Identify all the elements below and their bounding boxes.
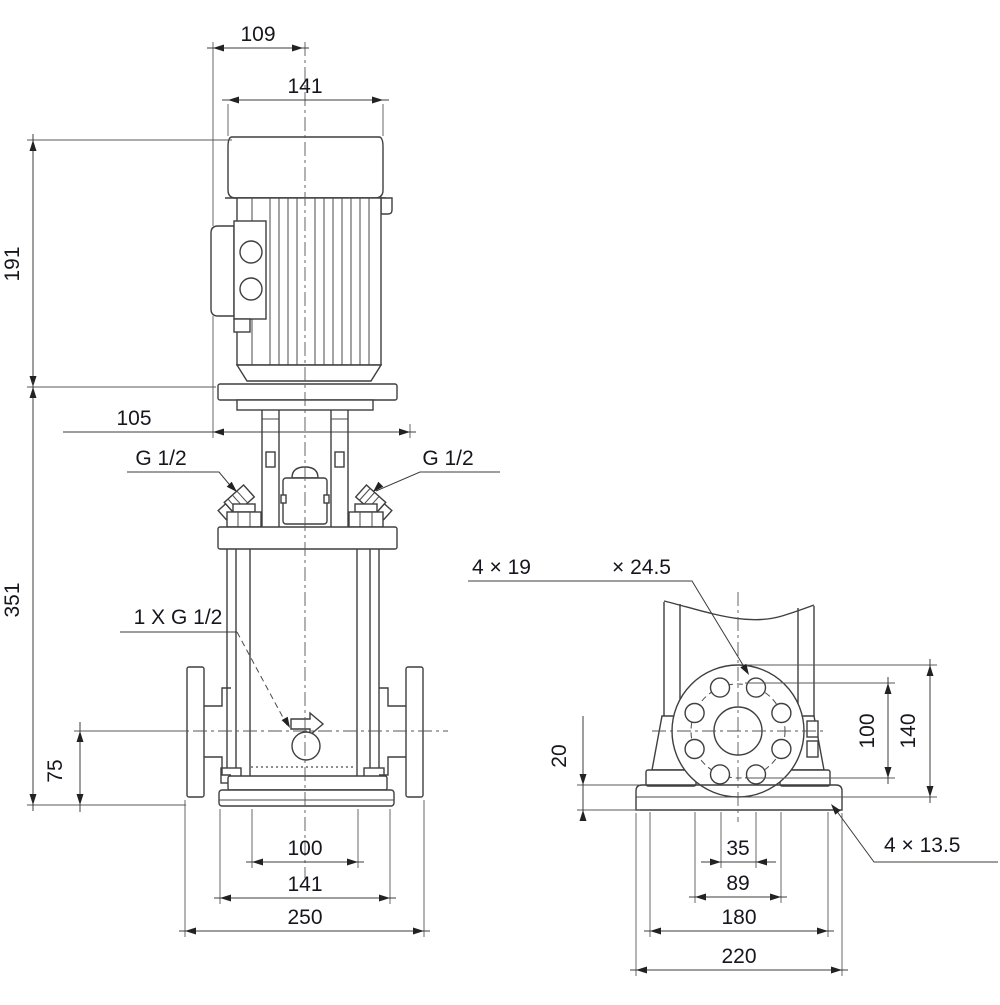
drain-label: 1 X G 1/2 <box>134 606 223 629</box>
dim-141-bottom: 141 <box>214 809 396 904</box>
dim-label: 140 <box>897 713 920 748</box>
coupling-guard-right <box>330 410 349 527</box>
dim-109: 109 <box>207 23 309 438</box>
break-line <box>663 600 815 621</box>
dim-35: 35 <box>701 812 776 868</box>
dim-191: 191 <box>1 134 232 393</box>
dim-180: 180 <box>644 812 834 937</box>
dim-label: 141 <box>287 873 322 896</box>
leader-vent-right: G 1/2 <box>373 447 500 492</box>
motor-drive-end <box>235 364 383 382</box>
dim-140: 140 <box>745 659 937 803</box>
dim-label: 100 <box>856 713 879 748</box>
dim-label: 351 <box>1 582 24 617</box>
motor-cover-step <box>380 197 393 215</box>
pump-head <box>217 410 398 550</box>
motor-flange <box>217 383 398 401</box>
dim-label: 180 <box>721 906 756 929</box>
head-bolt-left <box>226 503 262 528</box>
dim-label: 75 <box>44 759 67 782</box>
cable-gland-top <box>239 240 263 264</box>
front-view: 109 141 191 351 <box>1 23 500 937</box>
flange-tab-top <box>806 720 819 738</box>
leader-base-holes: 4 × 13.5 <box>831 804 998 863</box>
dim-75: 75 <box>44 722 186 812</box>
head-flange <box>217 526 398 550</box>
dim-100-side: 100 <box>745 677 895 784</box>
dim-100-bottom: 100 <box>246 809 364 868</box>
dim-label: 105 <box>116 407 151 430</box>
flange-holes-label: 4 × 19 <box>472 556 531 579</box>
dim-label: 109 <box>240 23 275 46</box>
drain-plug <box>290 711 325 761</box>
dim-351: 351 <box>1 381 186 811</box>
suction-flange <box>186 666 231 798</box>
discharge-flange <box>379 666 424 798</box>
terminal-box-cover <box>210 225 235 317</box>
dim-141-top: 141 <box>222 75 389 136</box>
coupling-guard-left <box>261 410 280 527</box>
leader-drain: 1 X G 1/2 <box>120 606 290 728</box>
flange-counterbore-label: × 24.5 <box>612 556 671 579</box>
dim-label: 100 <box>287 837 322 860</box>
dim-label: 220 <box>721 945 756 968</box>
dim-105: 105 <box>63 407 416 438</box>
leader-flange-holes: 4 × 19 × 24.5 <box>468 556 749 675</box>
dim-250: 250 <box>179 800 430 937</box>
dim-label: 35 <box>726 837 749 860</box>
motor <box>210 136 398 411</box>
dim-20: 20 <box>548 716 640 821</box>
motor-fan-cover <box>227 136 384 199</box>
vent-right-label: G 1/2 <box>422 447 473 470</box>
flange-tab-bottom <box>806 740 819 758</box>
dim-89: 89 <box>689 812 787 903</box>
terminal-box-body <box>233 220 267 320</box>
cable-gland-bottom <box>239 277 263 301</box>
leader-vent-left: G 1/2 <box>127 447 237 492</box>
dim-label: 191 <box>1 246 24 281</box>
dim-label: 141 <box>287 75 322 98</box>
pump-base-front <box>218 775 395 807</box>
base-holes-label: 4 × 13.5 <box>884 834 960 857</box>
dim-220: 220 <box>630 813 848 976</box>
bolt-holes <box>684 677 792 785</box>
vent-left-label: G 1/2 <box>135 447 186 470</box>
terminal-box <box>210 220 267 333</box>
side-view: 20 100 140 35 <box>468 556 998 976</box>
terminal-box-foot <box>233 318 251 333</box>
dim-label: 89 <box>726 872 749 895</box>
dim-label: 20 <box>548 744 571 767</box>
dim-label: 250 <box>287 906 322 929</box>
